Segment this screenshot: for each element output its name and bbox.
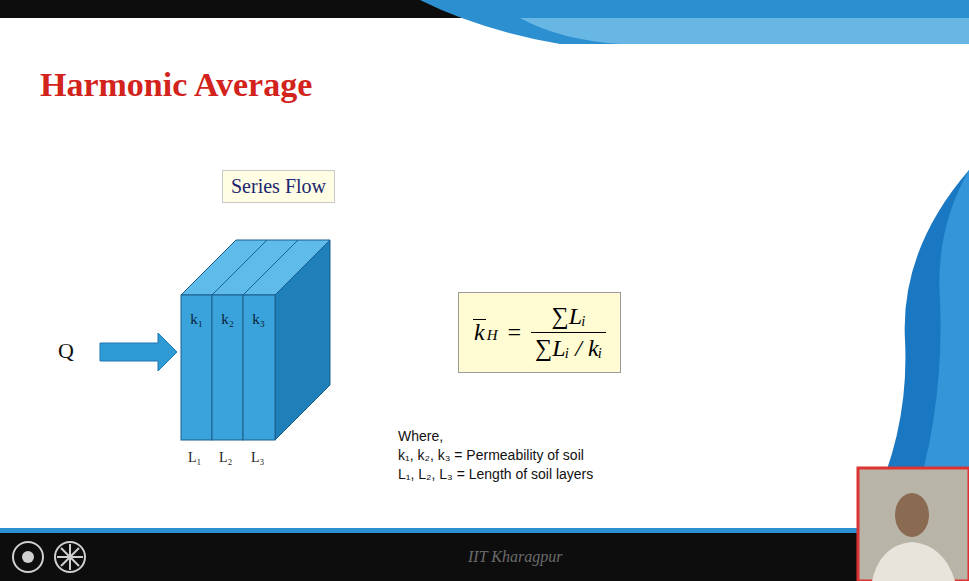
bottom-bar [0,533,969,581]
note-text: L₁, L₂, L₃ = Length of soil layers [398,466,593,482]
flow-arrow [100,333,177,371]
logo [22,551,34,563]
bottom-line [0,528,969,533]
soil-layer: k₁ [181,295,212,440]
formula-symbol: k [473,319,486,345]
top-swoosh [420,0,969,44]
formula-subscript: H [487,327,498,344]
watermark: IIT Kharagpur [468,548,562,566]
logo [57,544,83,570]
top-swoosh-light [520,18,969,44]
note-text: Where, [398,428,443,444]
formula-numerator: ∑Lᵢ [548,303,590,332]
layer-label: k₃ [243,311,274,328]
length-label: L₃ [251,450,264,466]
layer-label: k₂ [212,311,243,328]
presenter-video [872,542,955,581]
formula-denominator: ∑Lᵢ / kᵢ [531,332,606,362]
formula-box: kH = ∑Lᵢ∑Lᵢ / kᵢ [458,292,621,373]
formula-equals: = [508,319,522,346]
length-label: L₂ [219,450,232,466]
slide-title: Harmonic Average [40,66,312,104]
flow-label: Q [58,338,74,364]
logo [55,542,85,572]
layer-label: k₁ [181,311,212,328]
formula-fraction: ∑Lᵢ∑Lᵢ / kᵢ [531,303,606,362]
heading-box: Series Flow [222,170,335,203]
soil-layer: k₂ [212,295,243,440]
logo [13,542,43,572]
heading-text: Series Flow [231,175,326,197]
soil-block [181,240,330,440]
soil-layer: k₃ [243,295,274,440]
presenter-video [858,468,969,581]
length-label: L₁ [188,450,201,466]
presenter-video [895,493,929,537]
note-text: k₁, k₂, k₃ = Permeability of soil [398,447,584,463]
